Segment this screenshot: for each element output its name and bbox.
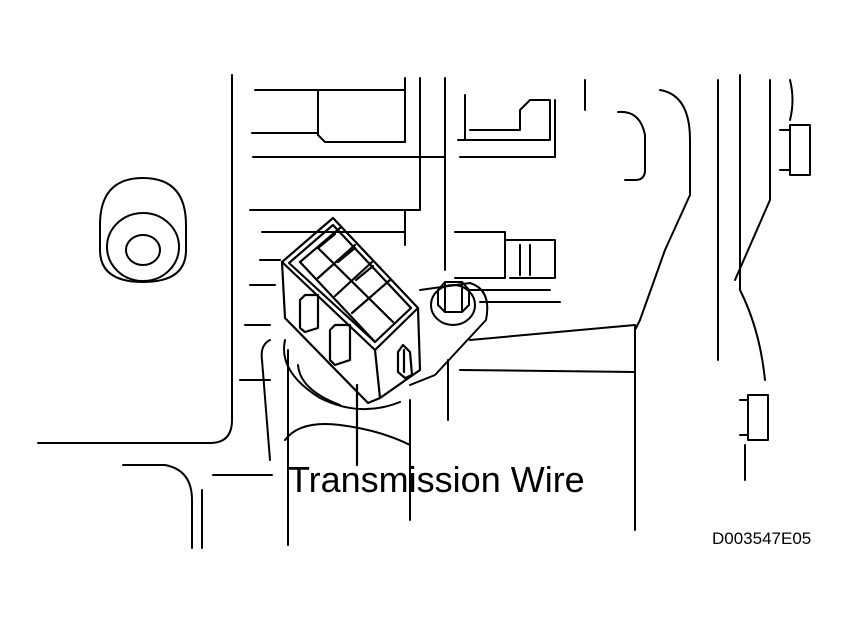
flange-bolt	[437, 281, 470, 313]
valve-body	[249, 77, 561, 303]
connector-flange	[283, 282, 489, 411]
transmission-case	[37, 74, 273, 549]
figure-code: D003547E05	[712, 529, 812, 548]
side-cover	[459, 74, 811, 531]
transmission-wire-label: Transmission Wire	[288, 459, 585, 500]
case-boss	[99, 177, 187, 283]
lower-housing	[239, 259, 449, 546]
transmission-wire-connector	[280, 216, 422, 405]
